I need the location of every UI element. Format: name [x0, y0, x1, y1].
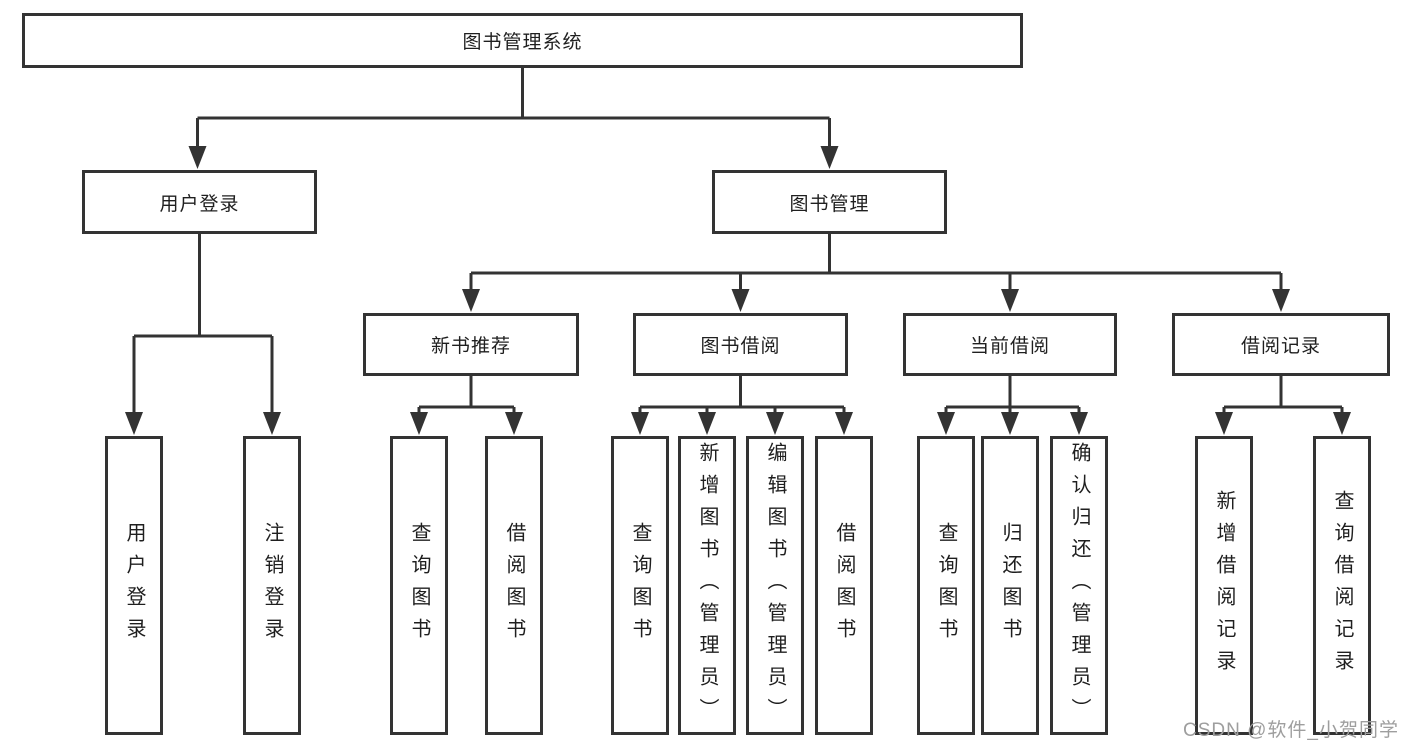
leaf-edit-book-admin-label: 编辑图书（管理员）: [764, 441, 786, 730]
leaf-borrow-books-borrowing: 借阅图书: [815, 436, 873, 735]
node-current-borrowing-label: 当前借阅: [969, 336, 1050, 357]
leaf-query-books-current-label: 查询图书: [935, 521, 957, 650]
connector-bookborrow-to-leaves: [638, 376, 846, 413]
leaf-edit-book-admin: 编辑图书（管理员）: [746, 436, 804, 735]
node-book-management-label: 图书管理: [789, 193, 870, 215]
leaf-borrow-books-borrowing-label: 借阅图书: [833, 521, 855, 650]
node-user-login: 用户登录: [82, 170, 317, 234]
connector-current-to-leaves: [944, 376, 1081, 413]
leaf-add-borrow-record-label: 新增借阅记录: [1213, 489, 1235, 682]
leaf-logout: 注销登录: [243, 436, 301, 735]
leaf-query-books-newrec: 查询图书: [390, 436, 448, 735]
connector-bookmgmt-to-level2: [469, 234, 1283, 290]
connector-root-to-level1: [196, 68, 831, 148]
leaf-add-book-admin-label: 新增图书（管理员）: [696, 441, 718, 730]
node-new-book-recommend: 新书推荐: [363, 313, 579, 376]
leaf-logout-label: 注销登录: [261, 521, 283, 650]
leaf-query-books-newrec-label: 查询图书: [408, 521, 430, 650]
node-new-book-recommend-label: 新书推荐: [430, 336, 511, 357]
leaf-query-borrow-record: 查询借阅记录: [1313, 436, 1371, 735]
node-book-borrowing: 图书借阅: [633, 313, 848, 376]
leaf-user-login: 用户登录: [105, 436, 163, 735]
leaf-borrow-books-newrec-label: 借阅图书: [503, 521, 525, 650]
leaf-return-book-label: 归还图书: [999, 521, 1021, 650]
leaf-add-borrow-record: 新增借阅记录: [1195, 436, 1253, 735]
node-book-borrowing-label: 图书借阅: [700, 336, 781, 357]
leaf-query-books-current: 查询图书: [917, 436, 975, 735]
leaf-query-books-borrowing: 查询图书: [611, 436, 669, 735]
leaf-borrow-books-newrec: 借阅图书: [485, 436, 543, 735]
node-root-system: 图书管理系统: [22, 13, 1023, 68]
leaf-user-login-label: 用户登录: [123, 521, 145, 650]
node-borrowing-records: 借阅记录: [1172, 313, 1390, 376]
connector-newrec-to-leaves: [417, 376, 516, 413]
leaf-confirm-return-admin-label: 确认归还（管理员）: [1068, 441, 1090, 730]
leaf-return-book: 归还图书: [981, 436, 1039, 735]
connector-userlogin-to-leaves: [132, 234, 274, 413]
leaf-query-books-borrowing-label: 查询图书: [629, 521, 651, 650]
node-current-borrowing: 当前借阅: [903, 313, 1117, 376]
node-root-label: 图书管理系统: [462, 32, 583, 53]
leaf-confirm-return-admin: 确认归还（管理员）: [1050, 436, 1108, 735]
node-user-login-label: 用户登录: [159, 193, 240, 215]
connector-records-to-leaves: [1222, 376, 1344, 413]
node-borrowing-records-label: 借阅记录: [1240, 336, 1321, 357]
leaf-add-book-admin: 新增图书（管理员）: [678, 436, 736, 735]
node-book-management: 图书管理: [712, 170, 947, 234]
leaf-query-borrow-record-label: 查询借阅记录: [1331, 489, 1353, 682]
arrowheads: [125, 146, 1351, 435]
